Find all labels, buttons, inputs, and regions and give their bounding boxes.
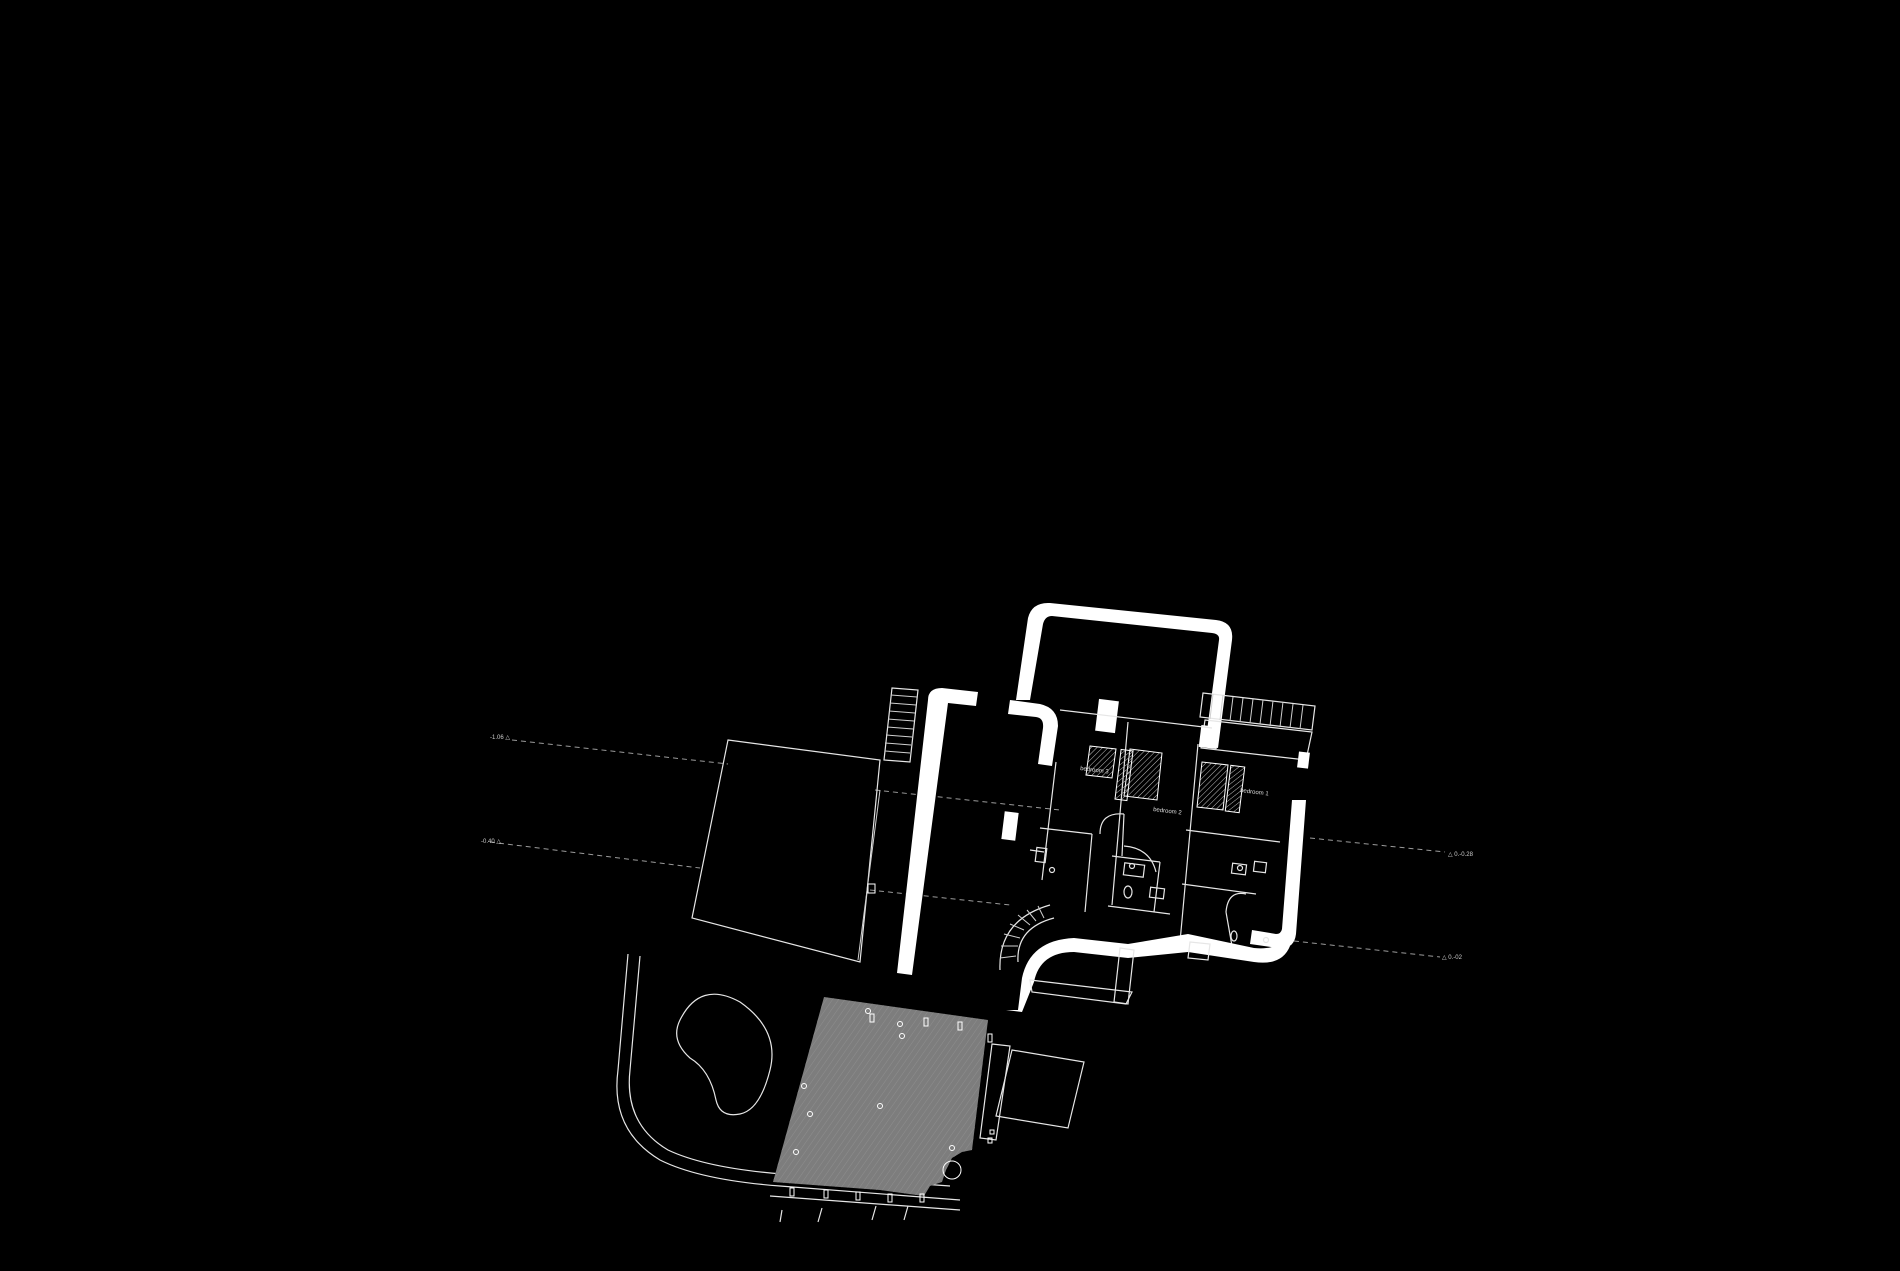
level-lines bbox=[489, 739, 1446, 958]
bathroom-fixtures bbox=[1034, 846, 1270, 944]
level-line-low-mid bbox=[869, 889, 1011, 906]
north-stair bbox=[883, 687, 919, 763]
level-line-upper-right bbox=[1309, 837, 1446, 853]
level-line-lower-right bbox=[1284, 939, 1441, 958]
west-wall bbox=[897, 688, 978, 975]
room-label-bedroom-2: bedroom 2 bbox=[1153, 807, 1183, 817]
room-label-bedroom-1: bedroom 1 bbox=[1240, 788, 1270, 798]
central-curved-wall bbox=[1008, 700, 1058, 766]
beds bbox=[1085, 745, 1246, 814]
level-labels: -1.06 △ -0.40 △ △ 0.-0.28 △ 0.-02 bbox=[481, 735, 1474, 961]
room-label-bedroom-3: bedroom 3 bbox=[1080, 766, 1110, 776]
terrace-edge-posts bbox=[769, 1013, 993, 1223]
wall-block-east-top bbox=[1297, 751, 1310, 769]
wall-block-ne bbox=[1198, 724, 1220, 750]
level-line-mid bbox=[874, 789, 1061, 811]
terrace bbox=[773, 997, 988, 1196]
garden bbox=[616, 953, 961, 1201]
south-curved-wall bbox=[1006, 934, 1290, 1012]
level-label-right-lower: △ 0.-02 bbox=[1442, 955, 1463, 961]
level-label-right-upper: △ 0.-0.28 bbox=[1448, 852, 1474, 858]
level-line-upper-left bbox=[511, 739, 729, 765]
east-wall bbox=[1250, 800, 1306, 949]
pond bbox=[676, 993, 773, 1116]
west-wing-outline bbox=[691, 739, 881, 963]
door-swings bbox=[1099, 813, 1247, 947]
level-label-left-upper: -1.06 △ bbox=[490, 735, 510, 741]
wall-block-west-stub bbox=[1001, 811, 1019, 841]
bed-bedroom-3 bbox=[1085, 745, 1117, 779]
garden-curved-path-inner bbox=[628, 955, 951, 1187]
level-label-left-lower: -0.40 △ bbox=[481, 839, 501, 845]
interior-partitions bbox=[1029, 709, 1281, 943]
south-annex-outline bbox=[1029, 979, 1133, 1005]
garden-curved-path bbox=[616, 953, 961, 1201]
bed-bedroom-1 bbox=[1196, 761, 1229, 811]
spiral-stair bbox=[999, 904, 1055, 971]
outbuilding bbox=[979, 1043, 1085, 1144]
level-line-lower-left bbox=[489, 841, 701, 869]
